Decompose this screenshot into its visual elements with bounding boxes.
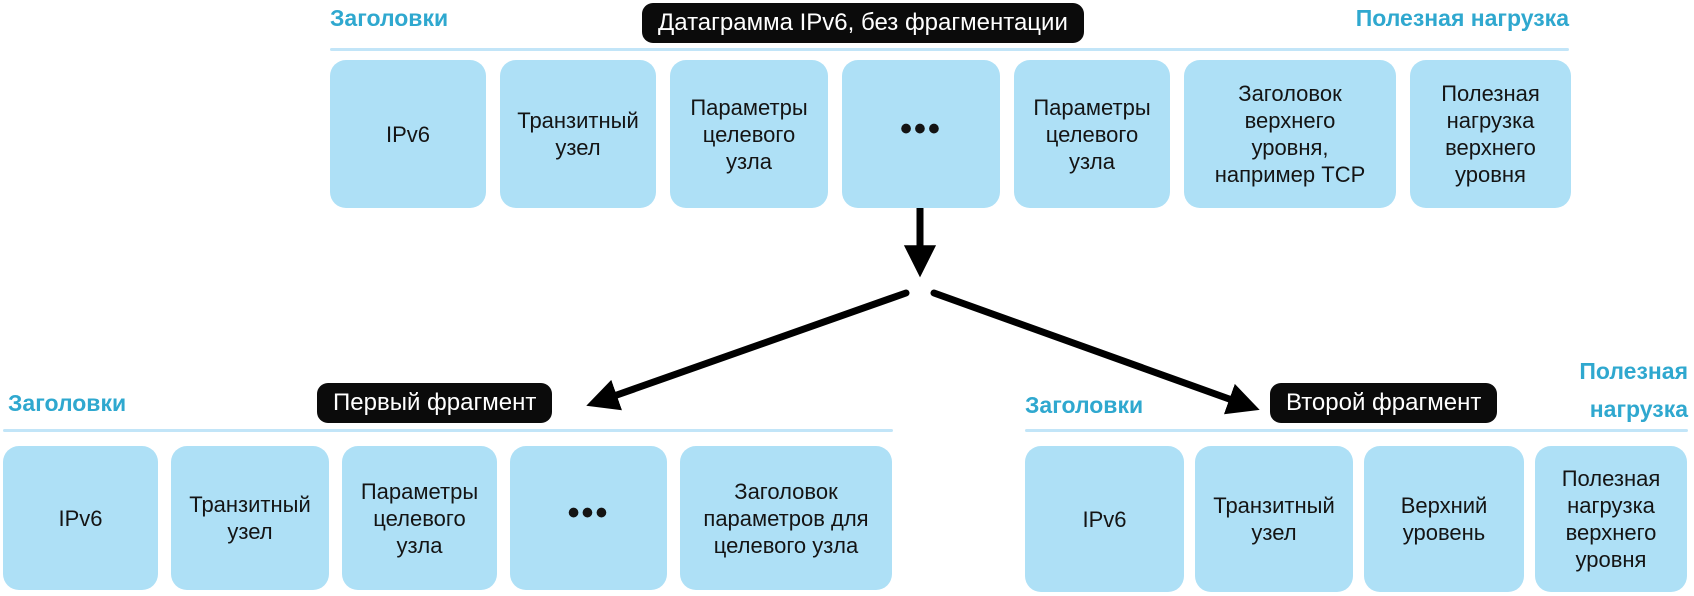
fragment2-box-row: IPv6 Транзитный узел Верхний уровень Пол… [1025, 446, 1687, 592]
box-dest-options: Параметры целевого узла [670, 60, 828, 208]
box-dest-options: Параметры целевого узла [342, 446, 497, 590]
top-underline [330, 48, 1569, 51]
arrow-to-second-fragment-icon [930, 289, 1260, 415]
box-ipv6: IPv6 [1025, 446, 1184, 592]
fragment1-title-pill: Первый фрагмент [317, 383, 553, 423]
box-ellipsis: ••• [842, 60, 1000, 208]
datagram-title-pill: Датаграмма IPv6, без фрагментации [642, 3, 1084, 43]
box-upper-layer-payload: Полезная нагрузка верхнего уровня [1410, 60, 1571, 208]
datagram-box-row: IPv6 Транзитный узел Параметры целевого … [330, 60, 1571, 208]
fragment2-underline [1025, 429, 1688, 432]
box-transit-node: Транзитный узел [1195, 446, 1353, 592]
fragment1-headers-label: Заголовки [8, 390, 127, 416]
top-headers-label: Заголовки [330, 5, 449, 31]
arrow-to-first-fragment-icon [586, 289, 910, 411]
box-transit-node: Транзитный узел [171, 446, 329, 590]
box-ellipsis: ••• [510, 446, 667, 590]
box-dest-options-header: Заголовок параметров для целевого узла [680, 446, 892, 590]
box-upper-layer-header: Заголовок верхнего уровня, например TCP [1184, 60, 1396, 208]
fragment2-title-pill: Второй фрагмент [1270, 383, 1498, 423]
box-ipv6: IPv6 [3, 446, 158, 590]
fragment2-payload-label: Полезная нагрузка [1579, 358, 1688, 422]
box-upper-layer: Верхний уровень [1364, 446, 1524, 592]
box-ipv6: IPv6 [330, 60, 486, 208]
box-upper-layer-payload: Полезная нагрузка верхнего уровня [1535, 446, 1687, 592]
box-transit-node: Транзитный узел [500, 60, 656, 208]
box-dest-options-2: Параметры целевого узла [1014, 60, 1170, 208]
fragment1-underline [3, 429, 893, 432]
fragment2-headers-label: Заголовки [1025, 392, 1144, 418]
fragment1-box-row: IPv6 Транзитный узел Параметры целевого … [3, 446, 892, 590]
top-payload-label: Полезная нагрузка [1355, 5, 1569, 31]
